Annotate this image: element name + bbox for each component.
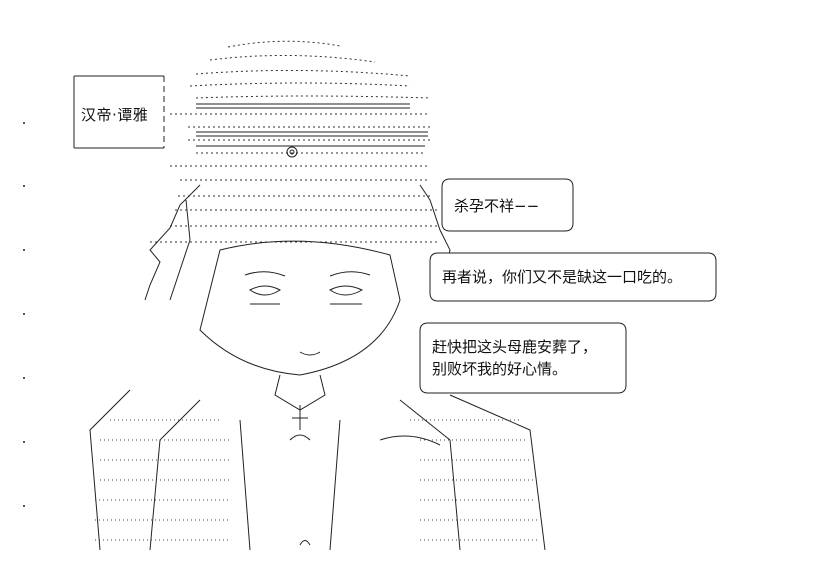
dialogue-line: 赶快把这头母鹿安葬了， [432, 338, 598, 356]
speech-bubble: 再者说，你们又不是缺这一口吃的。 [428, 252, 718, 302]
bubble-frame [429, 252, 717, 302]
caption-frame [73, 75, 165, 149]
bubble-frame [441, 178, 574, 232]
dialogue-line: 杀孕不祥−− [454, 197, 540, 215]
margin-dot [23, 441, 25, 443]
dialogue-line: 别败坏我的好心情。 [432, 360, 568, 378]
margin-dot [23, 505, 25, 507]
margin-dot [23, 377, 25, 379]
speech-bubble: 杀孕不祥−− [440, 178, 575, 232]
margin-dot [23, 122, 25, 124]
margin-dot [23, 313, 25, 315]
dialogue-line: 再者说，你们又不是缺这一口吃的。 [442, 268, 683, 286]
caption-box: 汉帝·谭雅 [73, 75, 165, 149]
margin-dot [23, 185, 25, 187]
margin-dot [23, 249, 25, 251]
bubble-frame [419, 322, 627, 394]
character-name: 汉帝·谭雅 [81, 106, 149, 124]
speech-bubble: 赶快把这头母鹿安葬了， 别败坏我的好心情。 [418, 322, 628, 394]
